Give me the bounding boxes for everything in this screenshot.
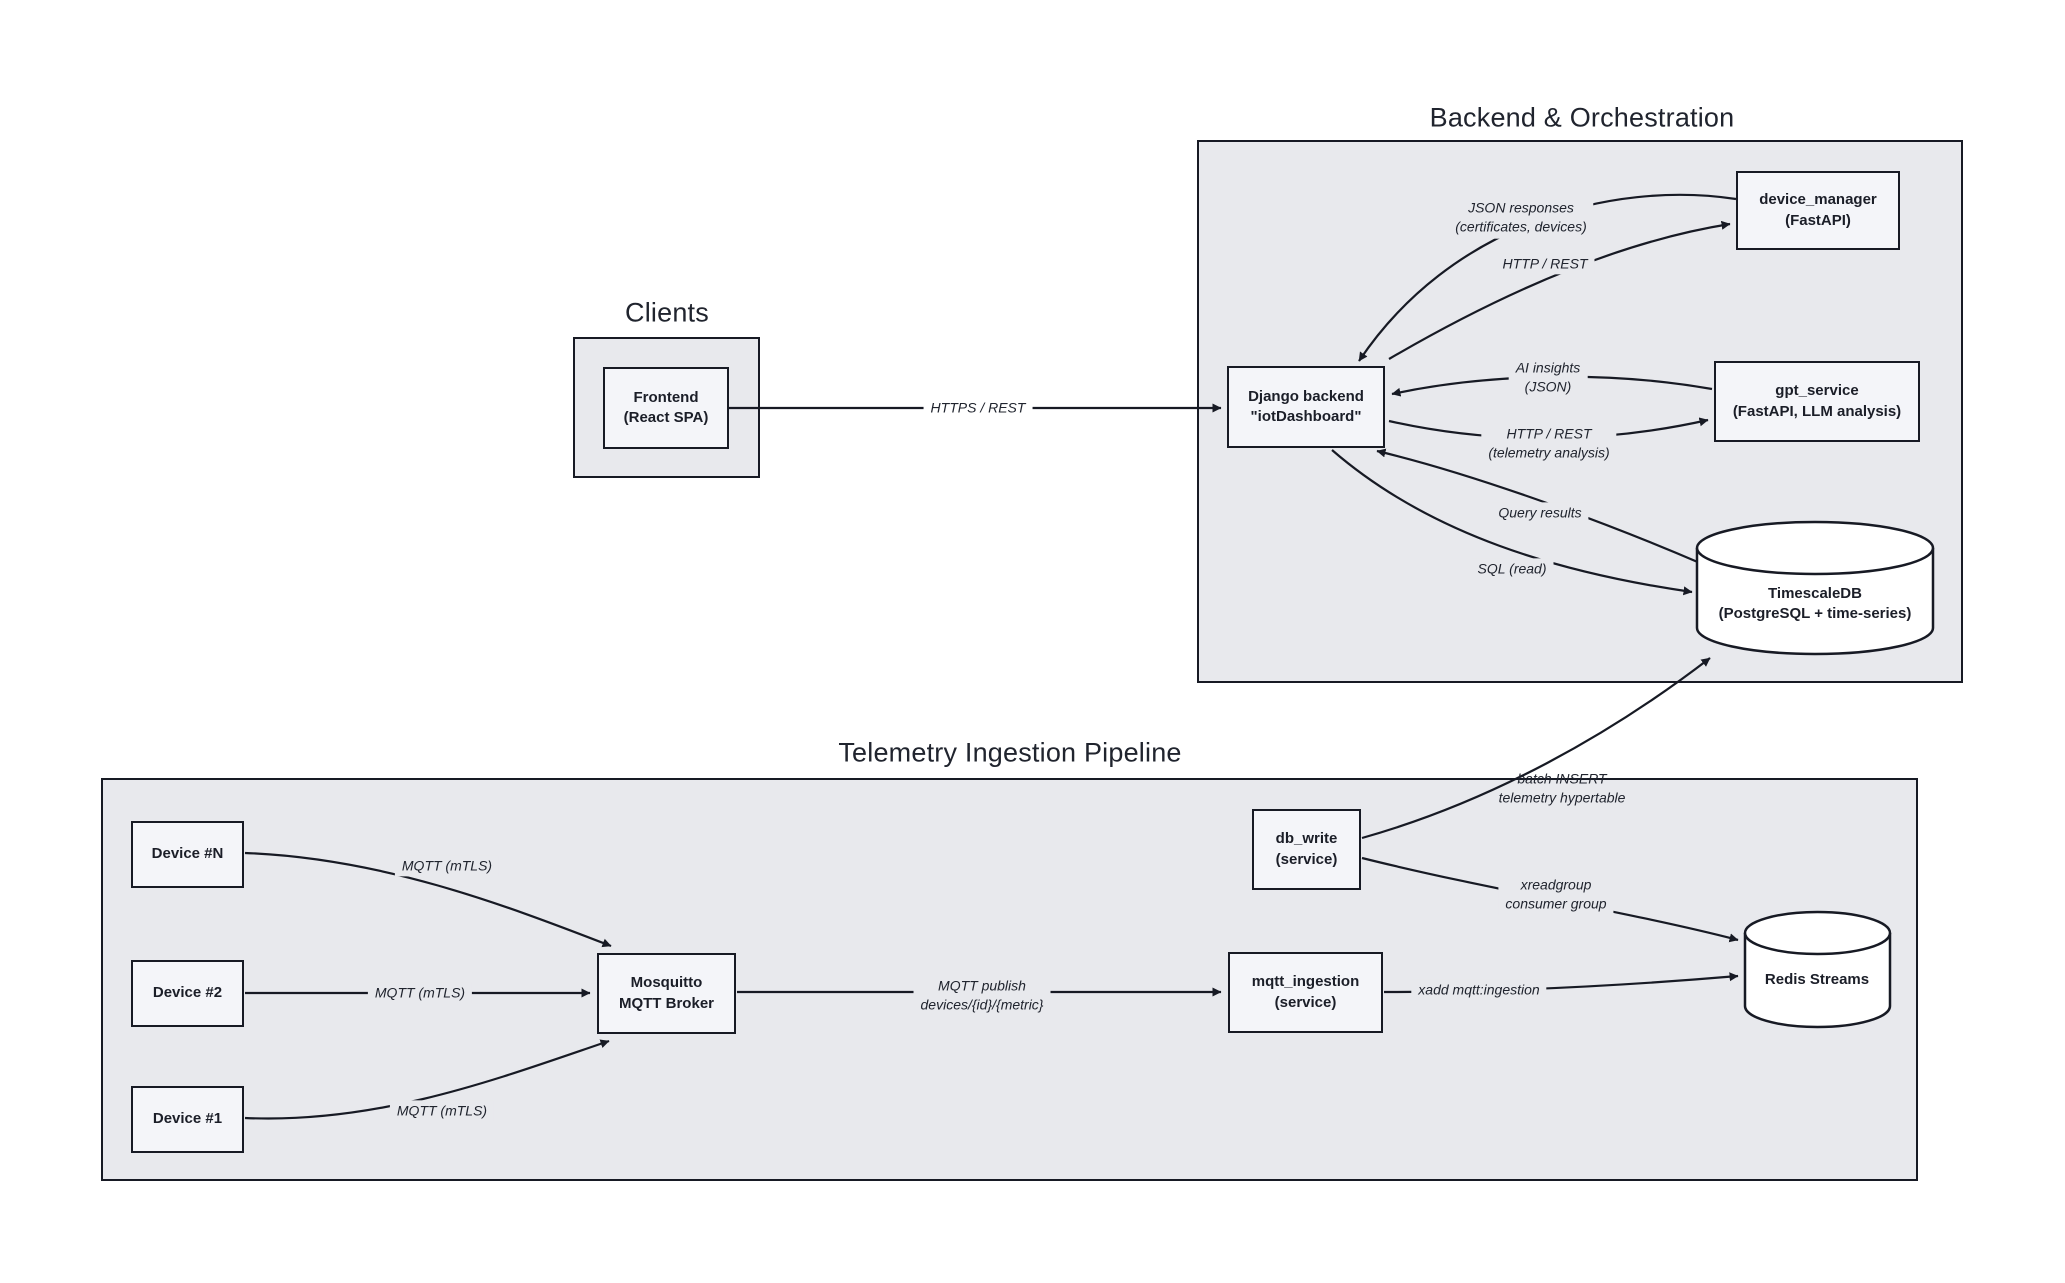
node-device-2: Device #2 (131, 960, 244, 1027)
edge-django-to-devicemanager (1388, 220, 1731, 360)
edge-label-http-rest-device-manager: HTTP / REST (1495, 253, 1595, 275)
node-device-1: Device #1 (131, 1086, 244, 1153)
node-device-manager: device_manager (FastAPI) (1736, 171, 1900, 250)
node-frontend-label: Frontend (633, 388, 699, 406)
edge-timescaledb-to-django (1376, 448, 1701, 565)
node-device-2-label: Device #2 (152, 984, 223, 1002)
edge-label-query-results: Query results (1491, 502, 1589, 524)
clients-group-title: Clients (625, 297, 709, 328)
edge-label-mqtt-mtls-2: MQTT (mTLS) (367, 982, 473, 1004)
edge-label-xadd: xadd mqtt:ingestion (1411, 979, 1547, 1001)
edge-label-xreadgroup: xreadgroup consumer group (1498, 874, 1614, 916)
node-gpt-service-label: gpt_service (1775, 382, 1859, 400)
edge-label-mqtt-mtls-1: MQTT (mTLS) (389, 1100, 495, 1122)
node-mqtt-ingestion: mqtt_ingestion (service) (1228, 952, 1383, 1033)
node-timescaledb-label: TimescaleDB (1768, 584, 1862, 602)
edge-label-batch-insert: batch INSERT telemetry hypertable (1498, 770, 1626, 806)
node-frontend: Frontend (React SPA) (603, 367, 729, 449)
edge-label-ai-insights: AI insights (JSON) (1508, 357, 1588, 399)
redis-cylinder (1743, 910, 1892, 1029)
node-mqtt-ingestion-label: mqtt_ingestion (1251, 973, 1360, 991)
node-mosquitto-broker: Mosquitto MQTT Broker (597, 953, 736, 1034)
edge-label-mqtt-publish: MQTT publish devices/{id}/{metric} (913, 975, 1051, 1017)
backend-group-title: Backend & Orchestration (1429, 102, 1735, 133)
edge-device1-to-broker (244, 1039, 610, 1120)
node-db-write: db_write (service) (1252, 809, 1361, 890)
node-device-1-label: Device #1 (152, 1110, 223, 1128)
node-redis-label: Redis Streams (1764, 970, 1870, 988)
node-device-manager-label: device_manager (1759, 191, 1877, 209)
node-django-backend: Django backend "iotDashboard" (1227, 366, 1385, 448)
node-django-label: Django backend (1248, 387, 1364, 405)
edge-label-mqtt-mtls-n: MQTT (mTLS) (394, 855, 500, 877)
edge-label-json-responses: JSON responses (certificates, devices) (1448, 197, 1594, 239)
edge-dbwrite-to-timescaledb (1361, 657, 1711, 840)
edge-devicen-to-broker (244, 851, 612, 948)
edge-label-http-rest-gpt: HTTP / REST (telemetry analysis) (1481, 423, 1617, 465)
timescaledb-cylinder (1695, 520, 1935, 656)
node-timescaledb: TimescaleDB (PostgreSQL + time-series) (1718, 584, 1912, 622)
node-device-n: Device #N (131, 821, 244, 888)
node-device-n-label: Device #N (151, 845, 224, 863)
edge-django-to-timescaledb (1331, 449, 1693, 596)
node-gpt-service: gpt_service (FastAPI, LLM analysis) (1714, 361, 1920, 442)
edge-label-sql-read: SQL (read) (1470, 558, 1554, 580)
node-db-write-label: db_write (1275, 830, 1338, 848)
node-mosquitto-label: Mosquitto (630, 974, 703, 992)
edge-label-https-rest: HTTPS / REST (923, 397, 1033, 419)
telemetry-group-title: Telemetry Ingestion Pipeline (838, 737, 1182, 768)
node-redis-streams: Redis Streams (1765, 970, 1869, 990)
